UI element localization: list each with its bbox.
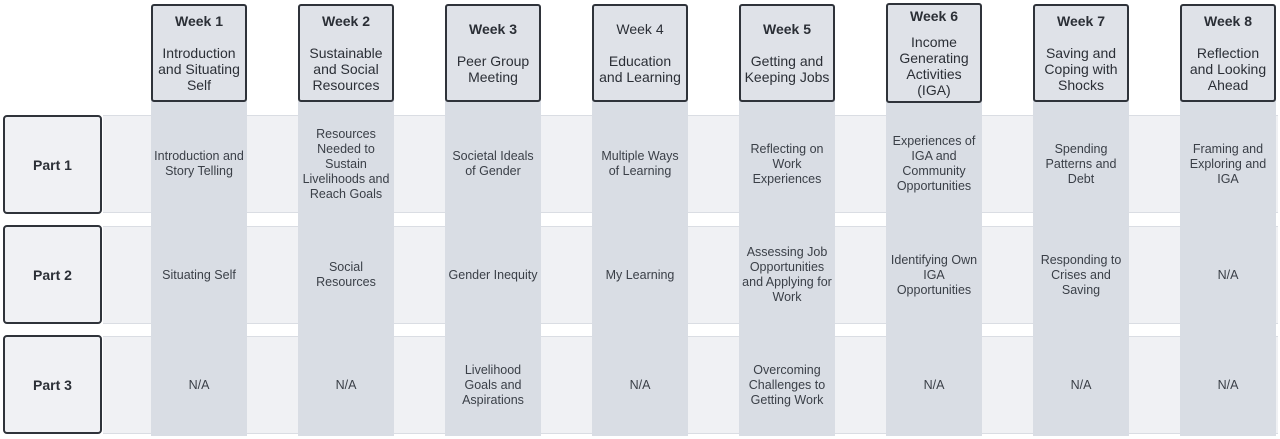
week-title: Saving and Coping with Shocks	[1044, 45, 1118, 93]
week-label: Week 6	[910, 8, 958, 24]
cell-part3-week3: Livelihood Goals and Aspirations	[462, 362, 524, 407]
cell-part3-week5: Overcoming Challenges to Getting Work	[748, 362, 826, 407]
cell-part1-week2: Resources Needed to Sustain Livelihoods …	[302, 126, 390, 201]
cell-part1-week6: Experiences of IGA and Community Opportu…	[892, 134, 976, 193]
week-title: Introduction and Situating Self	[158, 45, 240, 93]
week-label: Week 4	[616, 21, 664, 37]
week-column-2	[298, 100, 394, 436]
week-column-7	[1033, 100, 1129, 436]
week-header-7: Week 7 Saving and Coping with Shocks	[1033, 4, 1129, 102]
cell-part3-week4: N/A	[629, 377, 651, 392]
week-label: Week 1	[175, 13, 223, 29]
week-label: Week 8	[1204, 13, 1252, 29]
cell-part2-week2: Social Resources	[316, 260, 376, 289]
week-title: Reflection and Looking Ahead	[1189, 45, 1267, 93]
cell-part3-week8: N/A	[1217, 377, 1239, 392]
cell-part1-week1: Introduction and Story Telling	[154, 149, 244, 178]
week-label: Week 7	[1057, 13, 1105, 29]
week-label: Week 5	[763, 21, 811, 37]
week-header-2: Week 2 Sustainable and Social Resources	[298, 4, 394, 102]
cell-part3-week6: N/A	[923, 377, 945, 392]
week-column-8	[1180, 100, 1276, 436]
cell-part2-week6: Identifying Own IGA Opportunities	[890, 252, 978, 297]
week-column-4	[592, 100, 688, 436]
cell-part2-week7: Responding to Crises and Saving	[1040, 252, 1122, 297]
cell-part1-week5: Reflecting on Work Experiences	[750, 141, 824, 186]
week-column-5	[739, 100, 835, 436]
week-title: Education and Learning	[599, 53, 681, 85]
cell-part3-week7: N/A	[1070, 377, 1092, 392]
cell-part1-week7: Spending Patterns and Debt	[1045, 141, 1117, 186]
part-label-1: Part 1	[3, 115, 102, 214]
week-header-8: Week 8 Reflection and Looking Ahead	[1180, 4, 1276, 102]
week-header-3: Week 3 Peer Group Meeting	[445, 4, 541, 102]
week-header-5: Week 5 Getting and Keeping Jobs	[739, 4, 835, 102]
part-label-3: Part 3	[3, 335, 102, 434]
cell-part2-week8: N/A	[1217, 267, 1239, 282]
week-column-1	[151, 100, 247, 436]
cell-part2-week4: My Learning	[605, 267, 675, 282]
week-title: Income Generating Activities (IGA)	[899, 34, 969, 98]
cell-part3-week2: N/A	[335, 377, 357, 392]
week-title: Sustainable and Social Resources	[309, 45, 383, 93]
cell-part1-week3: Societal Ideals of Gender	[452, 149, 534, 178]
cell-part2-week1: Situating Self	[162, 267, 236, 282]
week-title: Getting and Keeping Jobs	[744, 53, 830, 85]
cell-part2-week3: Gender Inequity	[448, 267, 538, 282]
week-label: Week 2	[322, 13, 370, 29]
cell-part1-week4: Multiple Ways of Learning	[601, 149, 679, 178]
week-header-4: Week 4 Education and Learning	[592, 4, 688, 102]
week-column-6	[886, 100, 982, 436]
part-label-2: Part 2	[3, 225, 102, 324]
week-column-3	[445, 100, 541, 436]
week-label: Week 3	[469, 21, 517, 37]
cell-part1-week8: Framing and Exploring and IGA	[1189, 141, 1267, 186]
cell-part3-week1: N/A	[188, 377, 210, 392]
week-header-6: Week 6 Income Generating Activities (IGA…	[886, 3, 982, 103]
cell-part2-week5: Assessing Job Opportunities and Applying…	[742, 245, 832, 304]
week-header-1: Week 1 Introduction and Situating Self	[151, 4, 247, 102]
week-title: Peer Group Meeting	[456, 53, 530, 85]
